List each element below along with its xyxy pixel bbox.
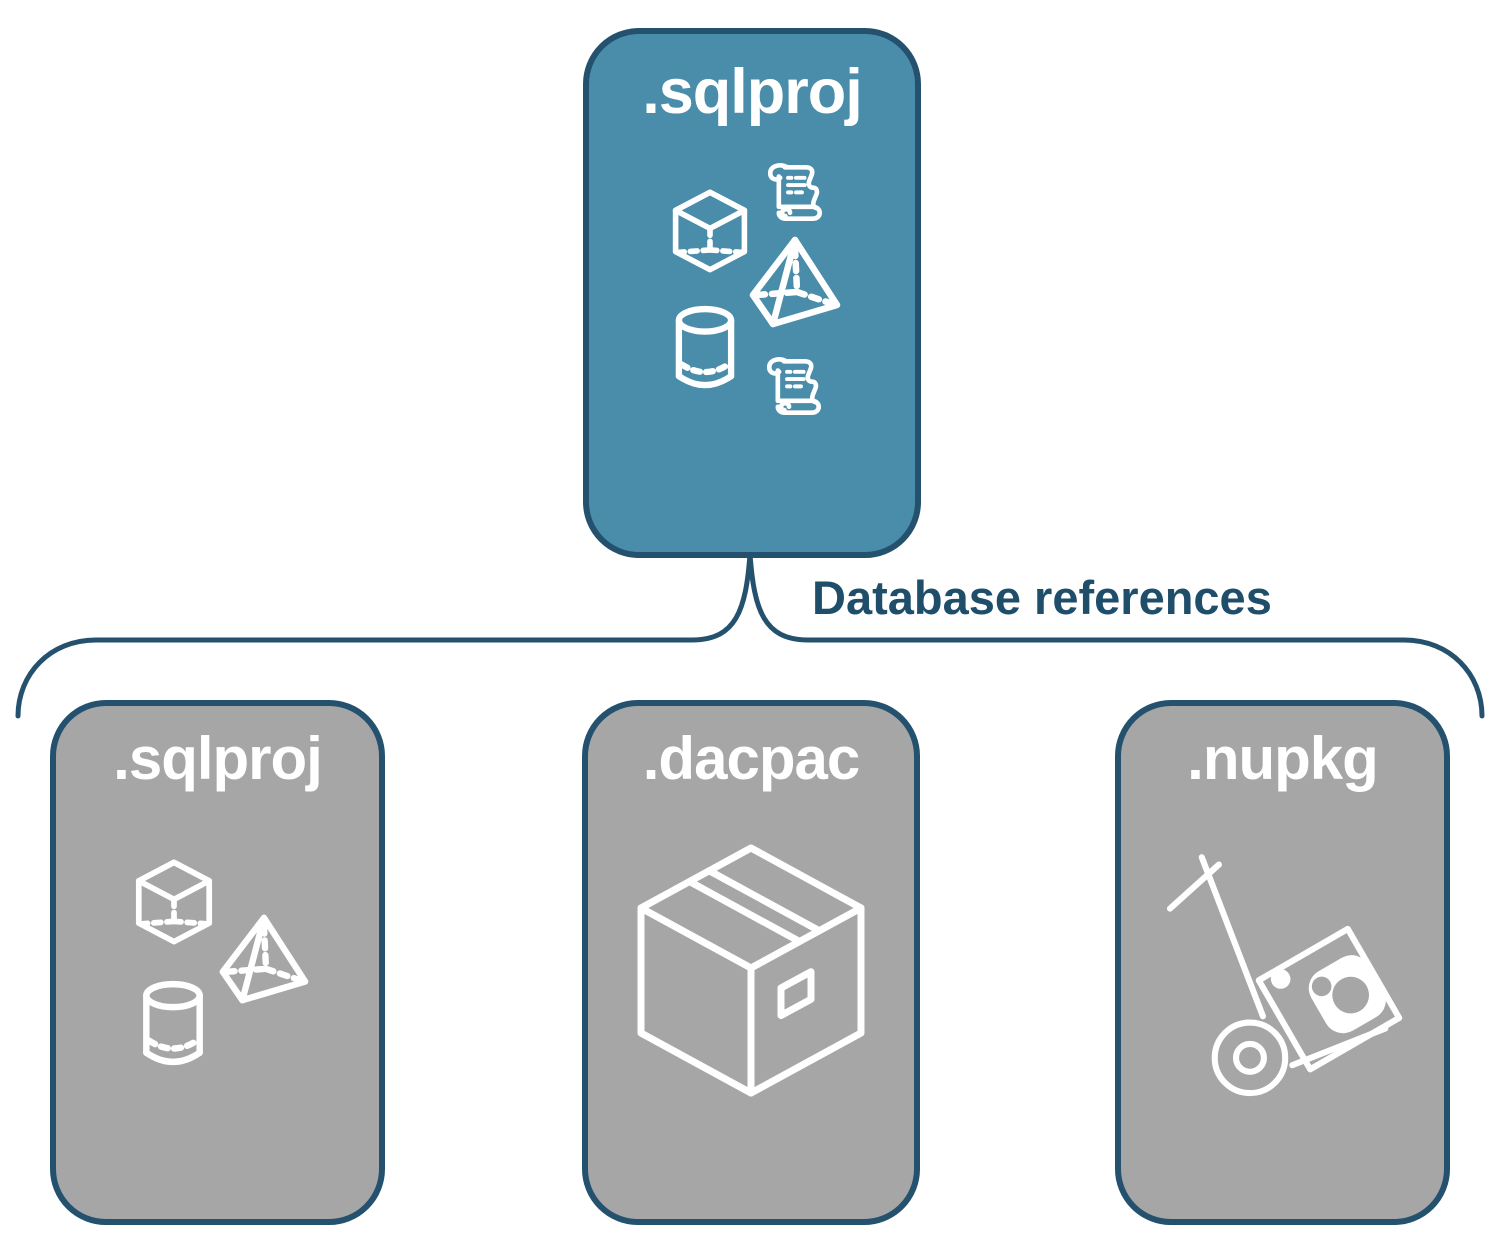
dacpac-icon-cluster bbox=[582, 700, 920, 1225]
pyramid-icon bbox=[223, 918, 305, 1000]
root-icon-cluster bbox=[583, 28, 921, 558]
node-child-nupkg: .nupkg bbox=[1115, 700, 1450, 1225]
package-box-icon bbox=[641, 848, 861, 1093]
node-title: .sqlproj bbox=[642, 57, 863, 127]
hand-truck-nuget-icon bbox=[1170, 857, 1399, 1093]
sqlproj-icon-cluster bbox=[50, 700, 385, 1225]
connector-label: Database references bbox=[812, 571, 1272, 624]
node-child-dacpac: .dacpac bbox=[582, 700, 920, 1225]
scroll-icon bbox=[769, 359, 819, 412]
nupkg-icon-cluster bbox=[1115, 700, 1450, 1225]
cylinder-icon bbox=[146, 984, 199, 1062]
cylinder-icon bbox=[679, 309, 731, 385]
cube-icon bbox=[676, 192, 745, 269]
node-title: .sqlproj bbox=[113, 725, 323, 792]
pyramid-icon bbox=[753, 240, 837, 324]
node-title: .dacpac bbox=[642, 725, 860, 792]
node-root-sqlproj: .sqlproj bbox=[583, 28, 921, 558]
node-child-sqlproj: .sqlproj bbox=[50, 700, 385, 1225]
node-title: .nupkg bbox=[1187, 725, 1379, 792]
cube-icon bbox=[139, 862, 209, 941]
scroll-icon bbox=[770, 165, 820, 218]
